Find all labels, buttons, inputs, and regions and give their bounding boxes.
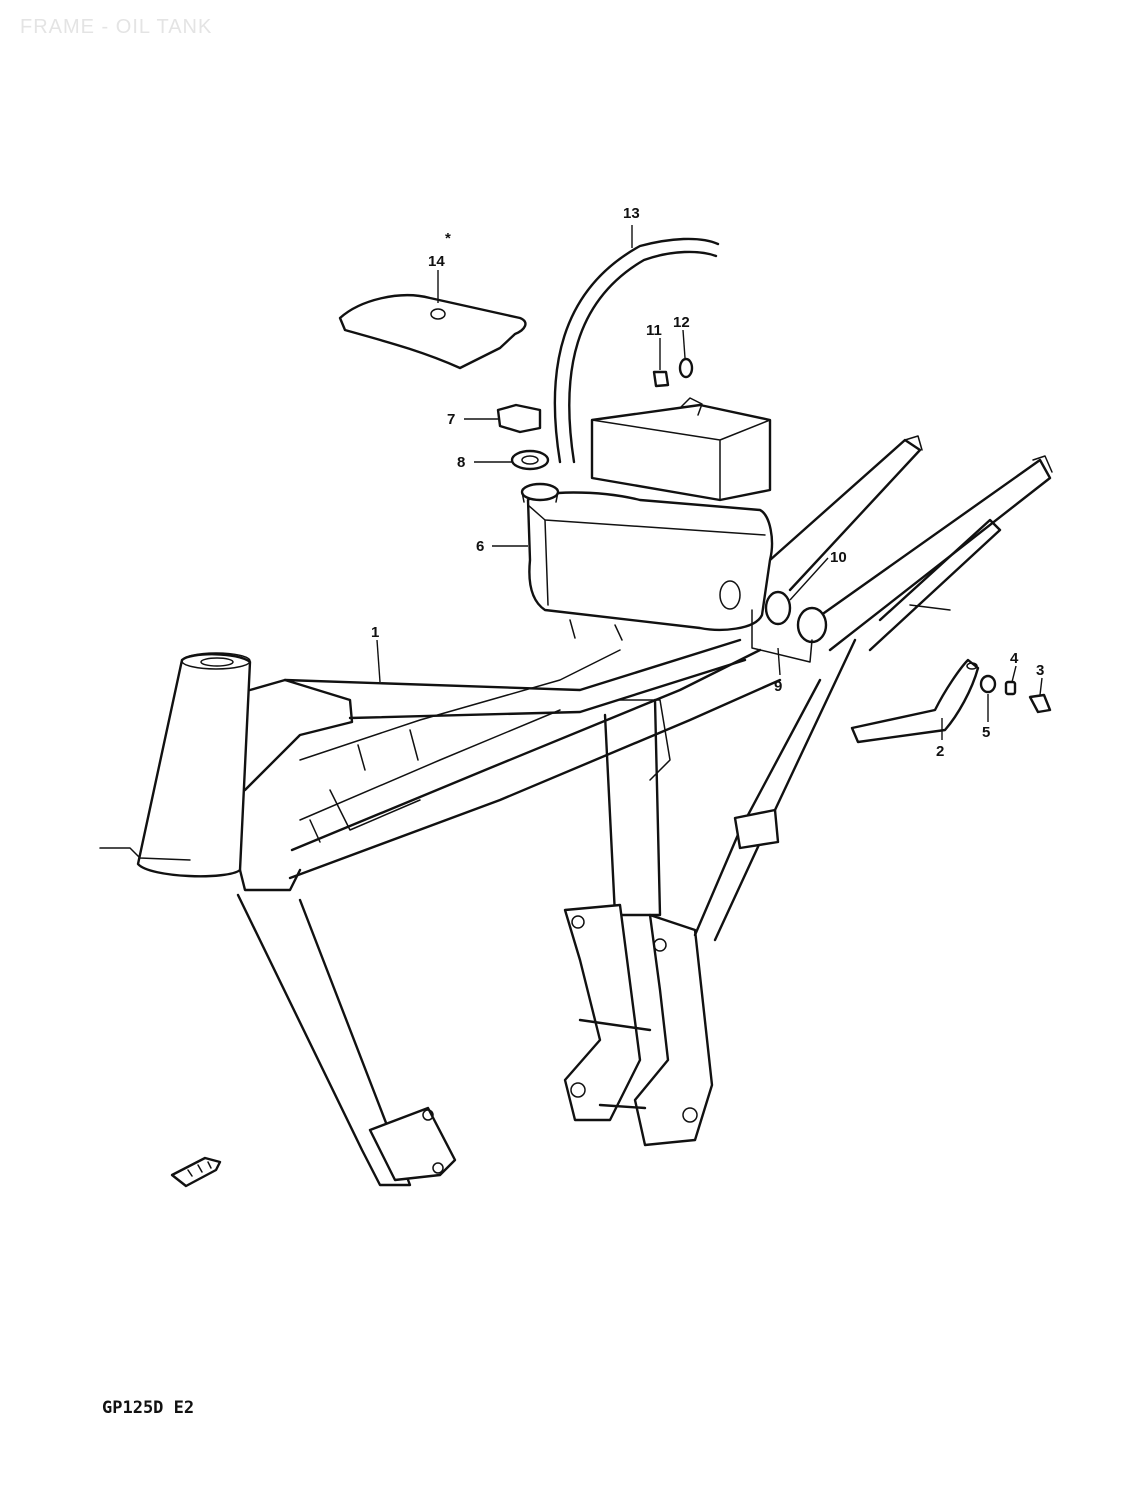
backbone-lower <box>288 678 782 880</box>
steering-head-tube <box>136 653 252 878</box>
cap-part <box>496 403 542 434</box>
top-tube-upper <box>283 638 742 692</box>
gasket-part <box>510 449 550 471</box>
footrest-bracket <box>733 808 780 850</box>
top-tube-lower <box>348 658 747 720</box>
model-code: GP125D E2 <box>102 1398 195 1418</box>
frame-drawing <box>99 435 1053 1187</box>
rail-end-left <box>904 435 923 451</box>
center-gusset <box>619 699 671 781</box>
page-title: FRAME - OIL TANK <box>20 16 213 38</box>
rear-stay-left <box>693 678 822 937</box>
center-post <box>603 698 662 917</box>
rear-peg <box>909 604 951 611</box>
nut-4-part <box>1004 680 1017 696</box>
cross-member-2 <box>299 709 561 821</box>
rear-stay-right <box>713 638 857 942</box>
head-tube-bore <box>200 657 234 667</box>
callout-8: 8 <box>457 454 465 471</box>
callout-5: 5 <box>982 724 990 741</box>
bracket-part <box>850 658 980 744</box>
engine-mount-front <box>368 1106 457 1182</box>
pivot-shaft <box>578 1018 652 1110</box>
washer-12-part <box>678 357 694 379</box>
head-lower-gusset <box>238 868 302 892</box>
cover-part <box>338 294 527 370</box>
bolt-11-part <box>652 370 670 388</box>
oil-tank-drawing <box>520 482 774 641</box>
front-arrow-icon <box>170 1156 222 1188</box>
callout-1: 1 <box>371 624 379 641</box>
callout-2: 2 <box>936 743 944 760</box>
seat-rail-left <box>768 438 922 592</box>
rail-end-right <box>1032 455 1053 473</box>
backbone-upper <box>290 648 762 852</box>
callout-14-marker: * <box>445 230 451 247</box>
mount-hole-1 <box>422 1109 434 1121</box>
breather-hose <box>553 237 720 464</box>
callout-13: 13 <box>623 205 640 222</box>
leader-lines <box>376 225 1043 740</box>
callout-12: 12 <box>673 314 690 331</box>
cushion-part <box>764 590 792 626</box>
tabs <box>309 729 419 843</box>
callout-14: 14 <box>428 253 445 270</box>
down-tube <box>236 893 412 1187</box>
rear-strut <box>868 518 1002 652</box>
tank-mount-block <box>590 397 772 502</box>
pivot-plate-left <box>563 903 642 1122</box>
washer-5-part <box>979 674 997 694</box>
cross-bracket <box>329 789 421 831</box>
head-gusset <box>243 678 354 792</box>
callout-4: 4 <box>1010 650 1019 667</box>
front-tab <box>99 847 191 861</box>
pivot-plate-right <box>633 913 714 1147</box>
callout-6: 6 <box>476 538 484 555</box>
callout-3: 3 <box>1036 662 1044 679</box>
callout-7: 7 <box>447 411 455 428</box>
head-tube-top <box>181 652 251 670</box>
cross-member-1 <box>299 649 621 761</box>
mount-hole-2 <box>432 1162 444 1174</box>
callout-11: 11 <box>646 322 662 339</box>
bolt-3-part <box>1028 693 1052 714</box>
plate-part <box>751 609 813 663</box>
callout-9: 9 <box>774 678 782 695</box>
callout-10: 10 <box>830 549 847 566</box>
